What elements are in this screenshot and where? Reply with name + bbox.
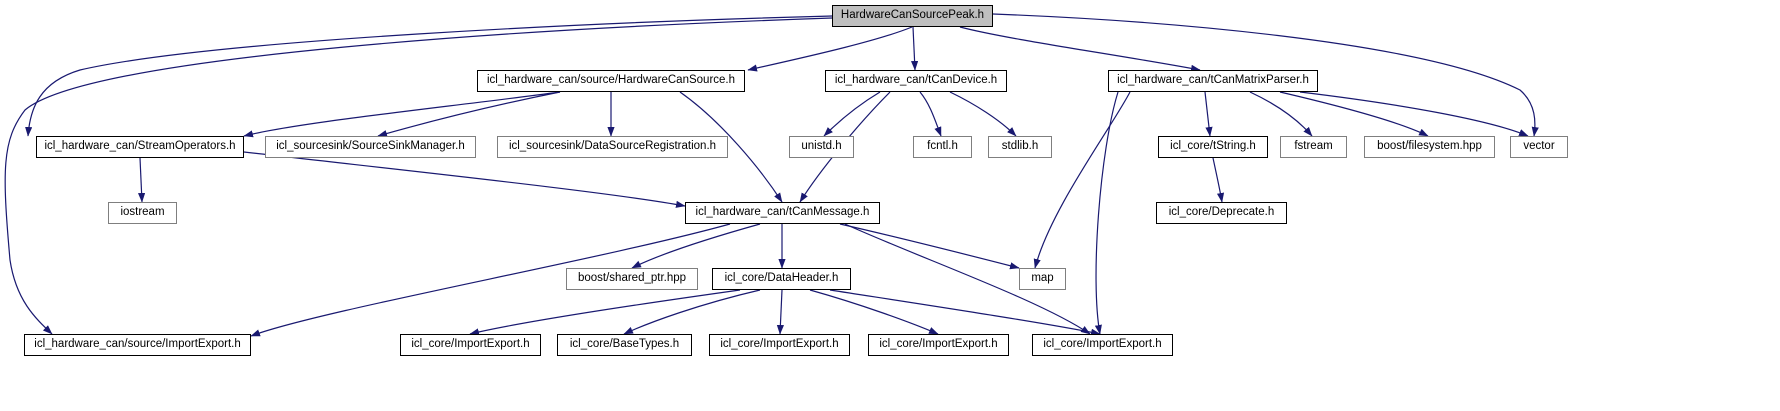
graph-node-n7[interactable]: unistd.h — [789, 136, 854, 158]
graph-node-label: icl_core/ImportExport.h — [1043, 338, 1162, 351]
graph-node-label: icl_hardware_can/tCanMatrixParser.h — [1117, 74, 1309, 87]
graph-edge — [631, 223, 761, 269]
graph-edge — [1212, 157, 1225, 203]
graph-node-label: map — [1031, 272, 1054, 285]
graph-node-label: icl_core/DataHeader.h — [724, 272, 839, 285]
graph-node-label: icl_core/BaseTypes.h — [569, 338, 680, 351]
graph-edge — [377, 91, 561, 137]
graph-edge — [992, 13, 1539, 137]
graph-node-label: boost/filesystem.hpp — [1377, 140, 1482, 153]
graph-node-label: fcntl.h — [927, 140, 958, 153]
graph-node-n14[interactable]: iostream — [108, 202, 177, 224]
graph-edge — [959, 26, 1201, 72]
graph-node-n11[interactable]: fstream — [1280, 136, 1347, 158]
graph-edge — [747, 26, 913, 72]
graph-node-n13[interactable]: vector — [1510, 136, 1568, 158]
graph-node-label: icl_core/ImportExport.h — [411, 338, 530, 351]
graph-node-n2[interactable]: icl_hardware_can/tCanDevice.h — [825, 70, 1007, 92]
graph-node-n22[interactable]: icl_core/BaseTypes.h — [557, 334, 692, 356]
graph-node-n3[interactable]: icl_hardware_can/tCanMatrixParser.h — [1108, 70, 1318, 92]
graph-node-label: icl_hardware_can/source/HardwareCanSourc… — [486, 74, 736, 87]
graph-edge — [919, 91, 942, 137]
graph-edge — [910, 26, 919, 71]
graph-edge — [1204, 91, 1213, 137]
graph-node-label: fstream — [1294, 140, 1333, 153]
graph-node-n10[interactable]: icl_core/tString.h — [1158, 136, 1268, 158]
graph-edge — [4, 17, 833, 335]
graph-node-label: icl_hardware_can/source/ImportExport.h — [34, 338, 241, 351]
graph-edge — [250, 223, 731, 337]
graph-node-n24[interactable]: icl_core/ImportExport.h — [868, 334, 1009, 356]
graph-edge — [949, 91, 1017, 137]
graph-node-label: iostream — [120, 206, 165, 219]
graph-node-label: HardwareCanSourcePeak.h — [840, 9, 985, 22]
graph-node-n25[interactable]: icl_core/ImportExport.h — [1032, 334, 1173, 356]
graph-node-label: boost/shared_ptr.hpp — [577, 272, 687, 285]
graph-node-n23[interactable]: icl_core/ImportExport.h — [709, 334, 850, 356]
graph-node-n20[interactable]: icl_hardware_can/source/ImportExport.h — [24, 334, 251, 356]
graph-edge — [1279, 91, 1429, 137]
graph-node-label: icl_core/ImportExport.h — [720, 338, 839, 351]
graph-node-n1[interactable]: icl_hardware_can/source/HardwareCanSourc… — [477, 70, 745, 92]
graph-edge — [1299, 91, 1529, 137]
graph-edge — [823, 91, 881, 137]
graph-edge — [243, 91, 561, 138]
graph-edge — [137, 157, 146, 203]
graph-node-label: unistd.h — [801, 140, 842, 153]
graph-node-label: icl_sourcesink/DataSourceRegistration.h — [508, 140, 717, 153]
graph-edge — [839, 223, 1020, 270]
graph-edge — [1094, 91, 1119, 335]
graph-edge — [844, 223, 1091, 335]
graph-edge — [829, 289, 1101, 336]
graph-edge — [623, 289, 761, 335]
graph-node-label: vector — [1523, 140, 1555, 153]
graph-node-label: icl_hardware_can/StreamOperators.h — [44, 140, 236, 153]
graph-edge — [469, 289, 741, 336]
graph-node-label: icl_core/ImportExport.h — [879, 338, 998, 351]
graph-node-label: icl_sourcesink/SourceSinkManager.h — [276, 140, 465, 153]
graph-edge — [1249, 91, 1313, 137]
graph-node-n15[interactable]: icl_hardware_can/tCanMessage.h — [685, 202, 880, 224]
graph-node-n8[interactable]: fcntl.h — [913, 136, 972, 158]
graph-node-n19[interactable]: map — [1019, 268, 1066, 290]
graph-node-n0[interactable]: HardwareCanSourcePeak.h — [832, 5, 993, 27]
graph-edge — [25, 15, 833, 137]
graph-node-n9[interactable]: stdlib.h — [988, 136, 1052, 158]
graph-node-n18[interactable]: icl_core/DataHeader.h — [712, 268, 851, 290]
graph-edge — [679, 91, 783, 203]
graph-node-n21[interactable]: icl_core/ImportExport.h — [400, 334, 541, 356]
graph-edge — [243, 151, 686, 208]
graph-node-n17[interactable]: boost/shared_ptr.hpp — [566, 268, 698, 290]
graph-node-label: icl_core/Deprecate.h — [1168, 206, 1275, 219]
graph-edge — [776, 289, 785, 335]
graph-node-label: icl_hardware_can/tCanMessage.h — [695, 206, 870, 219]
graph-edge — [1033, 91, 1131, 269]
graph-node-label: icl_hardware_can/tCanDevice.h — [834, 74, 998, 87]
graph-edge — [809, 289, 939, 335]
graph-node-n12[interactable]: boost/filesystem.hpp — [1364, 136, 1495, 158]
graph-node-n6[interactable]: icl_sourcesink/DataSourceRegistration.h — [497, 136, 728, 158]
graph-node-n5[interactable]: icl_sourcesink/SourceSinkManager.h — [265, 136, 476, 158]
graph-node-n4[interactable]: icl_hardware_can/StreamOperators.h — [36, 136, 244, 158]
graph-node-label: icl_core/tString.h — [1170, 140, 1256, 153]
graph-node-n16[interactable]: icl_core/Deprecate.h — [1156, 202, 1287, 224]
graph-node-label: stdlib.h — [1001, 140, 1039, 153]
